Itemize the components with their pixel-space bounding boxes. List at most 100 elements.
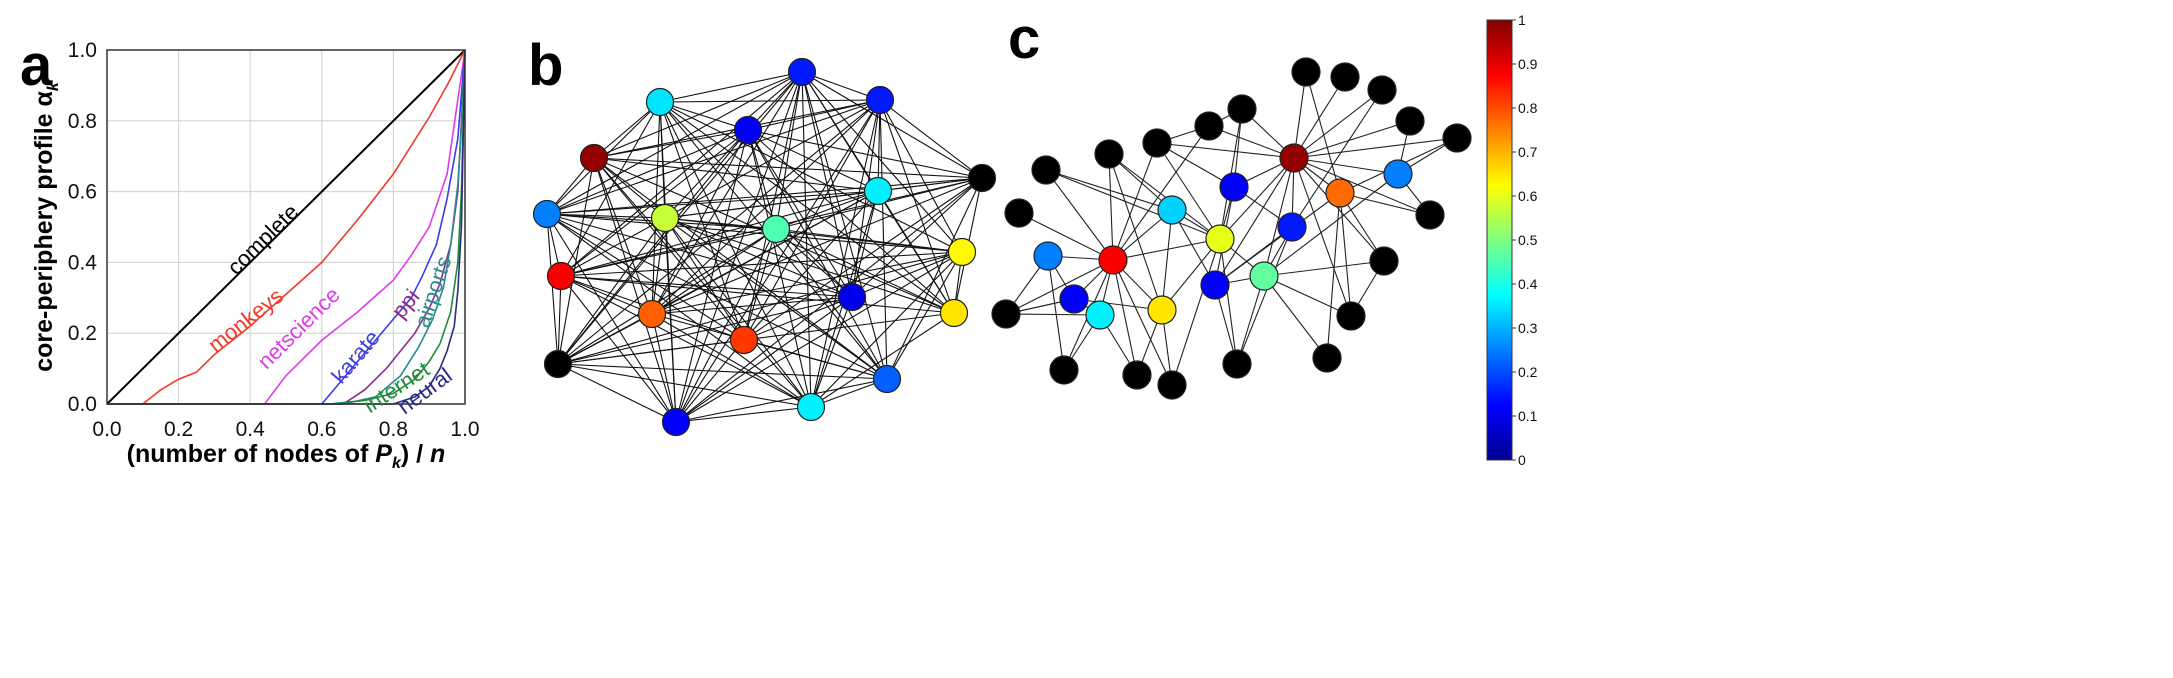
- network-c-node: [1142, 128, 1172, 158]
- network-c-node: [1004, 198, 1034, 228]
- network-b-edge: [557, 296, 853, 365]
- network-b-edge: [775, 190, 879, 230]
- network-c-edge: [1045, 169, 1114, 261]
- network-c-nodes: [991, 57, 1472, 400]
- network-b-edge: [546, 213, 666, 219]
- network-c-node: [1094, 139, 1124, 169]
- colorbar-tick-label: 0.4: [1518, 276, 1538, 292]
- network-b-edge: [659, 99, 881, 103]
- network-b-edge: [651, 71, 803, 315]
- network-b-edge: [560, 275, 955, 314]
- network-b-node: [729, 325, 759, 355]
- network-c-edge: [1236, 275, 1265, 365]
- series-labels: completemonkeysnetsciencekarateppiairpor…: [203, 199, 456, 419]
- network-b-node: [543, 349, 573, 379]
- network-c-edge: [1293, 89, 1383, 159]
- colorbar-tick-label: 0.6: [1518, 188, 1538, 204]
- network-b-edge: [546, 213, 745, 341]
- network-c-edge: [1236, 226, 1293, 365]
- network-b-edge: [593, 71, 803, 159]
- network-b-edge: [593, 157, 653, 315]
- network-b-edge: [560, 275, 853, 298]
- network-b-edge: [664, 217, 812, 408]
- network-c-edge: [1263, 275, 1352, 317]
- network-b-edge: [810, 251, 963, 408]
- network-b-edge: [651, 217, 666, 315]
- network-c-edge: [1208, 125, 1295, 159]
- network-c-node: [991, 299, 1021, 329]
- network-c-node: [1291, 57, 1321, 87]
- network-b-edge: [593, 157, 879, 192]
- network-b-edge: [810, 312, 955, 408]
- network-c-node: [1194, 111, 1224, 141]
- network-b-edge: [593, 157, 677, 423]
- network-b-edge: [664, 217, 745, 341]
- network-b-edge: [747, 129, 812, 408]
- network-c-edge: [1073, 298, 1163, 311]
- series-line-airports: [343, 49, 466, 405]
- network-b-edge: [593, 157, 666, 219]
- network-b-edge: [675, 129, 749, 423]
- network-b-edge: [557, 251, 963, 365]
- network-c-edge: [1018, 212, 1114, 261]
- network-b-edge: [886, 177, 983, 380]
- network-b-edge: [747, 129, 983, 179]
- panel-letter-b: b: [528, 33, 563, 98]
- network-b-edge: [851, 251, 963, 298]
- x-tick-label: 0.6: [307, 418, 336, 441]
- network-b-edge: [560, 275, 677, 423]
- network-b-edge: [879, 99, 963, 253]
- network-b-node: [645, 87, 675, 117]
- x-tick-label: 1.0: [450, 418, 479, 441]
- network-c-edge: [1161, 209, 1173, 311]
- network-c-node: [1059, 284, 1089, 314]
- series-label-complete: complete: [222, 199, 303, 280]
- network-b-edge: [851, 99, 881, 298]
- network-b-node: [967, 163, 997, 193]
- chart-grid: [106, 49, 466, 405]
- network-b-edge: [557, 313, 653, 365]
- network-b-edge: [886, 251, 963, 380]
- network-b-edge: [775, 228, 963, 253]
- network-b-edge: [810, 99, 881, 408]
- network-b-edge: [879, 99, 888, 380]
- network-b-edge: [664, 217, 677, 423]
- network-c-node: [1325, 178, 1355, 208]
- network-b-edge: [557, 363, 677, 423]
- network-b-edge: [743, 339, 888, 380]
- network-b-edge: [593, 157, 745, 341]
- network-c-edge: [1108, 153, 1221, 240]
- network-b-edge: [546, 129, 749, 215]
- network-c-edge: [1045, 169, 1173, 211]
- network-b-edge: [877, 99, 881, 192]
- series-line-complete: [106, 49, 466, 405]
- network-c-edge: [1214, 157, 1295, 286]
- network-b-edge: [747, 129, 879, 192]
- network-c-node: [1033, 241, 1063, 271]
- x-tick-label: 0.8: [379, 418, 408, 441]
- y-tick-label: 0.2: [68, 322, 97, 345]
- network-b-edge: [775, 228, 888, 380]
- network-b-edge: [560, 275, 812, 408]
- network-c-edge: [1112, 259, 1173, 386]
- y-tick-label: 0.4: [68, 251, 98, 274]
- network-c-node: [1395, 106, 1425, 136]
- y-tick-label: 0.8: [68, 110, 97, 133]
- colorbar-tick-label: 0.5: [1518, 232, 1538, 248]
- network-b-node: [761, 214, 791, 244]
- network-c-edge: [1171, 238, 1221, 386]
- network-c-edge: [1263, 275, 1328, 359]
- colorbar-tick-label: 0.9: [1518, 56, 1538, 72]
- network-c-edge: [1156, 142, 1221, 240]
- colorbar-tick-label: 0.2: [1518, 364, 1538, 380]
- network-c-node: [1442, 123, 1472, 153]
- network-b-node: [546, 261, 576, 291]
- network-b-edge: [879, 99, 955, 314]
- network-b-edge: [593, 157, 888, 380]
- network-c-edge: [1214, 226, 1293, 286]
- network-b-edge: [743, 228, 777, 341]
- network-b-edge: [879, 99, 983, 179]
- network-c-edge: [1263, 260, 1385, 277]
- network-c-edge: [1291, 89, 1383, 228]
- network-b-node: [947, 237, 977, 267]
